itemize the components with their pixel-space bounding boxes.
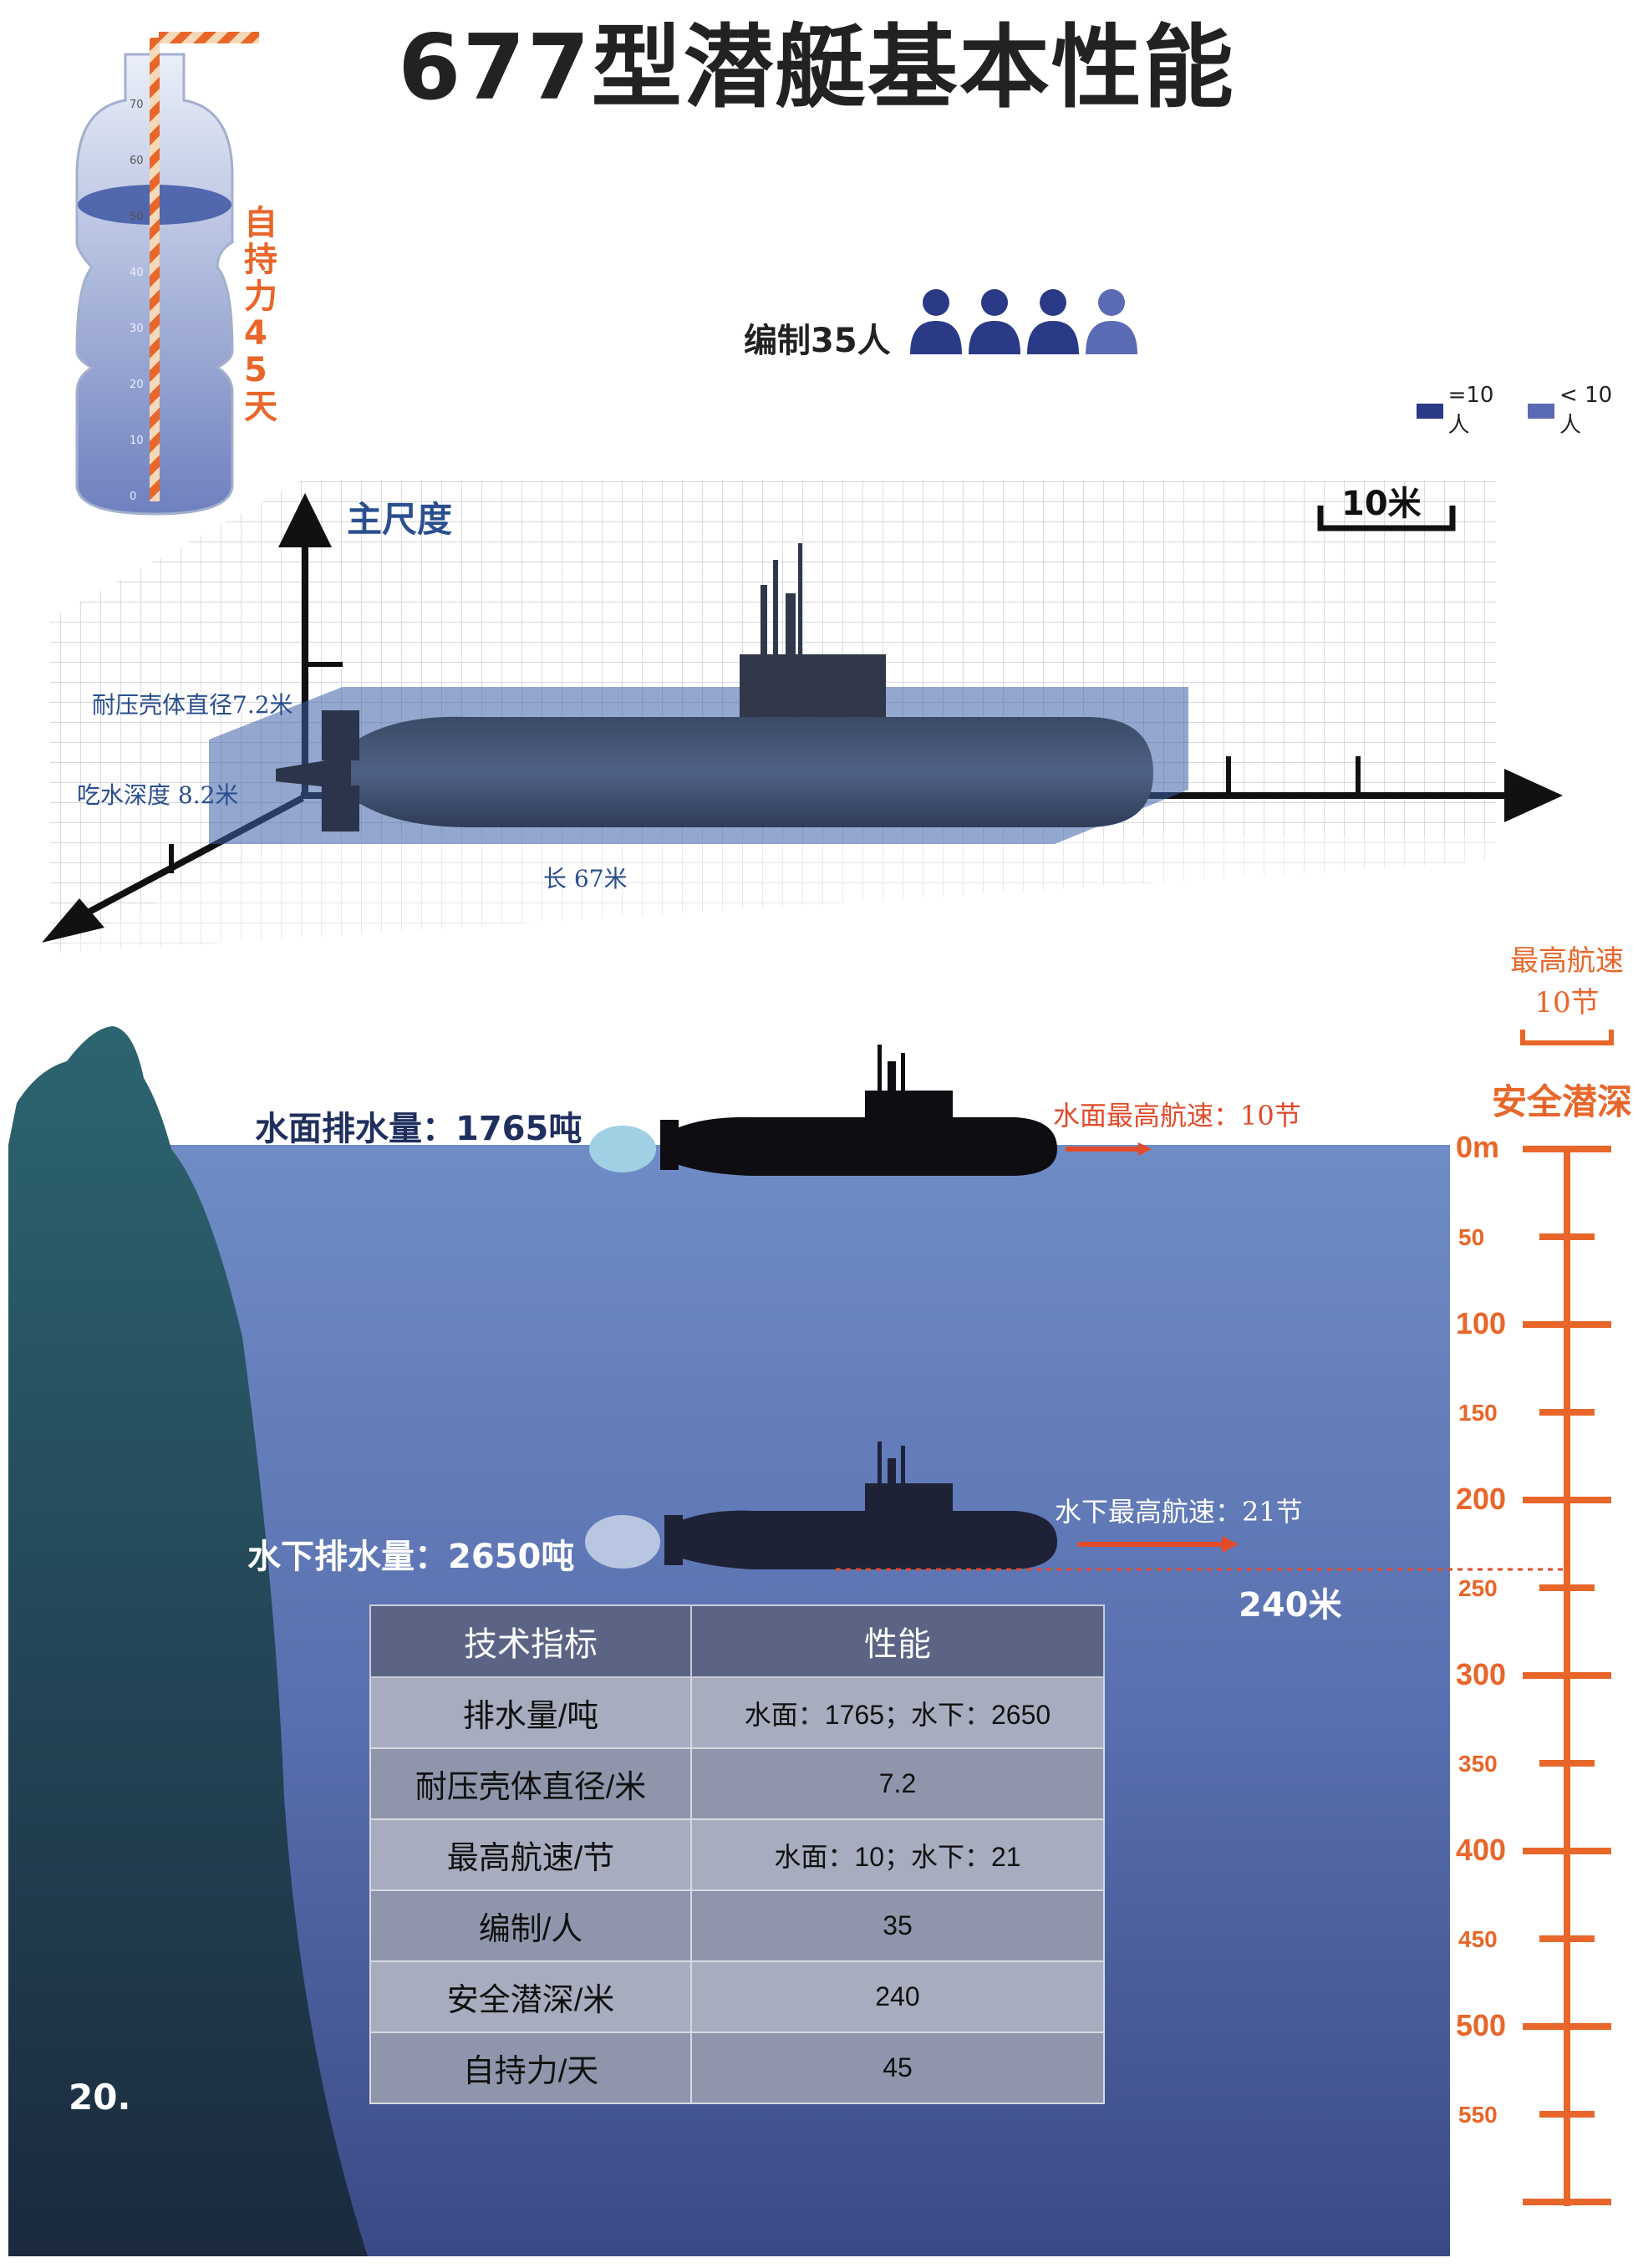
page-number: 20. (69, 2077, 131, 2118)
table-row: 编制/人 35 (369, 1889, 1105, 1962)
row-value: 7.2 (690, 1747, 1105, 1820)
scale-bar (1317, 506, 1456, 531)
safe-depth-heading: 安全潜深 (1492, 1081, 1633, 1122)
depth-tick: 300 (1456, 1657, 1507, 1691)
surface-displacement: 水面排水量：1765吨 (255, 1110, 582, 1148)
crew-icons (907, 284, 1141, 356)
row-key: 自持力/天 (369, 2032, 692, 2104)
spec-table: 技术指标 性能 排水量/吨 水面：1765；水下：2650 耐压壳体直径/米 7… (369, 1604, 1105, 2104)
endurance-tick: 20 (130, 379, 144, 391)
endurance-label: 自持力 45天 (244, 204, 277, 426)
row-key: 耐压壳体直径/米 (369, 1747, 692, 1820)
depth-tick: 100 (1456, 1306, 1507, 1340)
safe-depth-marker: 240米 (1239, 1586, 1342, 1625)
depth-tick: 50 (1458, 1224, 1485, 1250)
table-row: 自持力/天 45 (369, 2032, 1105, 2104)
submerged-submarine (585, 1442, 1563, 1571)
underwater-displacement: 水下排水量：2650吨 (247, 1538, 575, 1576)
person-icon-full (1027, 289, 1079, 354)
crew-legend: =10人 < 10人 (1417, 383, 1633, 439)
row-value: 240 (690, 1960, 1105, 2033)
depth-tick: 200 (1456, 1482, 1507, 1516)
depth-tick: 400 (1456, 1833, 1507, 1867)
legend-partial-swatch (1528, 403, 1555, 419)
row-value: 水面：1765；水下：2650 (690, 1676, 1105, 1749)
row-key: 排水量/吨 (369, 1676, 692, 1749)
row-key: 编制/人 (369, 1889, 692, 1962)
surface-speed: 水面最高航速：10节 (1053, 1100, 1301, 1131)
table-row: 最高航速/节 水面：10；水下：21 (369, 1818, 1105, 1891)
row-value: 45 (690, 2032, 1105, 2104)
legend-full-label: =10人 (1447, 383, 1494, 438)
depth-tick: 0m (1456, 1130, 1500, 1164)
endurance-tick: 0 (130, 491, 137, 503)
surface-submarine (589, 1045, 1152, 1176)
crew-label: 编制35人 (744, 322, 891, 360)
length-label: 长 67米 (543, 865, 628, 892)
page-title: 677型潜艇基本性能 (398, 16, 1235, 120)
max-speed-note: 最高航速 10节 (1496, 940, 1633, 1024)
legend-partial-label: < 10人 (1559, 383, 1613, 438)
underwater-speed: 水下最高航速：21节 (1055, 1496, 1303, 1528)
header-indicator: 技术指标 (369, 1604, 692, 1678)
endurance-tick: 60 (130, 155, 144, 167)
dimensions-heading: 主尺度 (347, 499, 453, 540)
max-speed-note-line1: 最高航速 (1510, 944, 1624, 978)
row-key: 安全潜深/米 (369, 1960, 692, 2033)
row-value: 水面：10；水下：21 (690, 1818, 1105, 1891)
depth-ruler (1520, 1030, 1614, 2206)
endurance-tick: 50 (130, 211, 144, 223)
depth-tick: 450 (1458, 1926, 1498, 1952)
person-icon-full (969, 289, 1020, 354)
hull-diameter-label: 耐压壳体直径7.2米 (92, 691, 293, 719)
person-icon-full (910, 289, 962, 354)
spec-table-header: 技术指标 性能 (369, 1604, 1105, 1678)
row-key: 最高航速/节 (369, 1818, 692, 1891)
submarine-side-view (209, 543, 1188, 844)
table-row: 安全潜深/米 240 (369, 1960, 1105, 2033)
endurance-tick: 30 (130, 323, 144, 335)
table-row: 排水量/吨 水面：1765；水下：2650 (369, 1676, 1105, 1749)
endurance-tick: 10 (130, 435, 144, 447)
legend-full-swatch (1417, 403, 1443, 419)
depth-tick: 250 (1458, 1575, 1498, 1601)
header-performance: 性能 (690, 1604, 1105, 1678)
endurance-tick: 40 (130, 267, 144, 279)
endurance-tick: 70 (130, 99, 144, 111)
person-icon-partial (1086, 289, 1137, 354)
depth-tick: 550 (1458, 2102, 1498, 2128)
depth-tick: 350 (1458, 1751, 1498, 1777)
depth-tick: 150 (1458, 1400, 1498, 1426)
depth-tick: 500 (1456, 2008, 1507, 2042)
draft-label: 吃水深度 8.2米 (77, 781, 239, 809)
table-row: 耐压壳体直径/米 7.2 (369, 1747, 1105, 1820)
scale-label: 10米 (1341, 485, 1422, 523)
endurance-bottle (75, 32, 259, 516)
row-value: 35 (690, 1889, 1105, 1962)
max-speed-note-line2: 10节 (1534, 986, 1600, 1020)
